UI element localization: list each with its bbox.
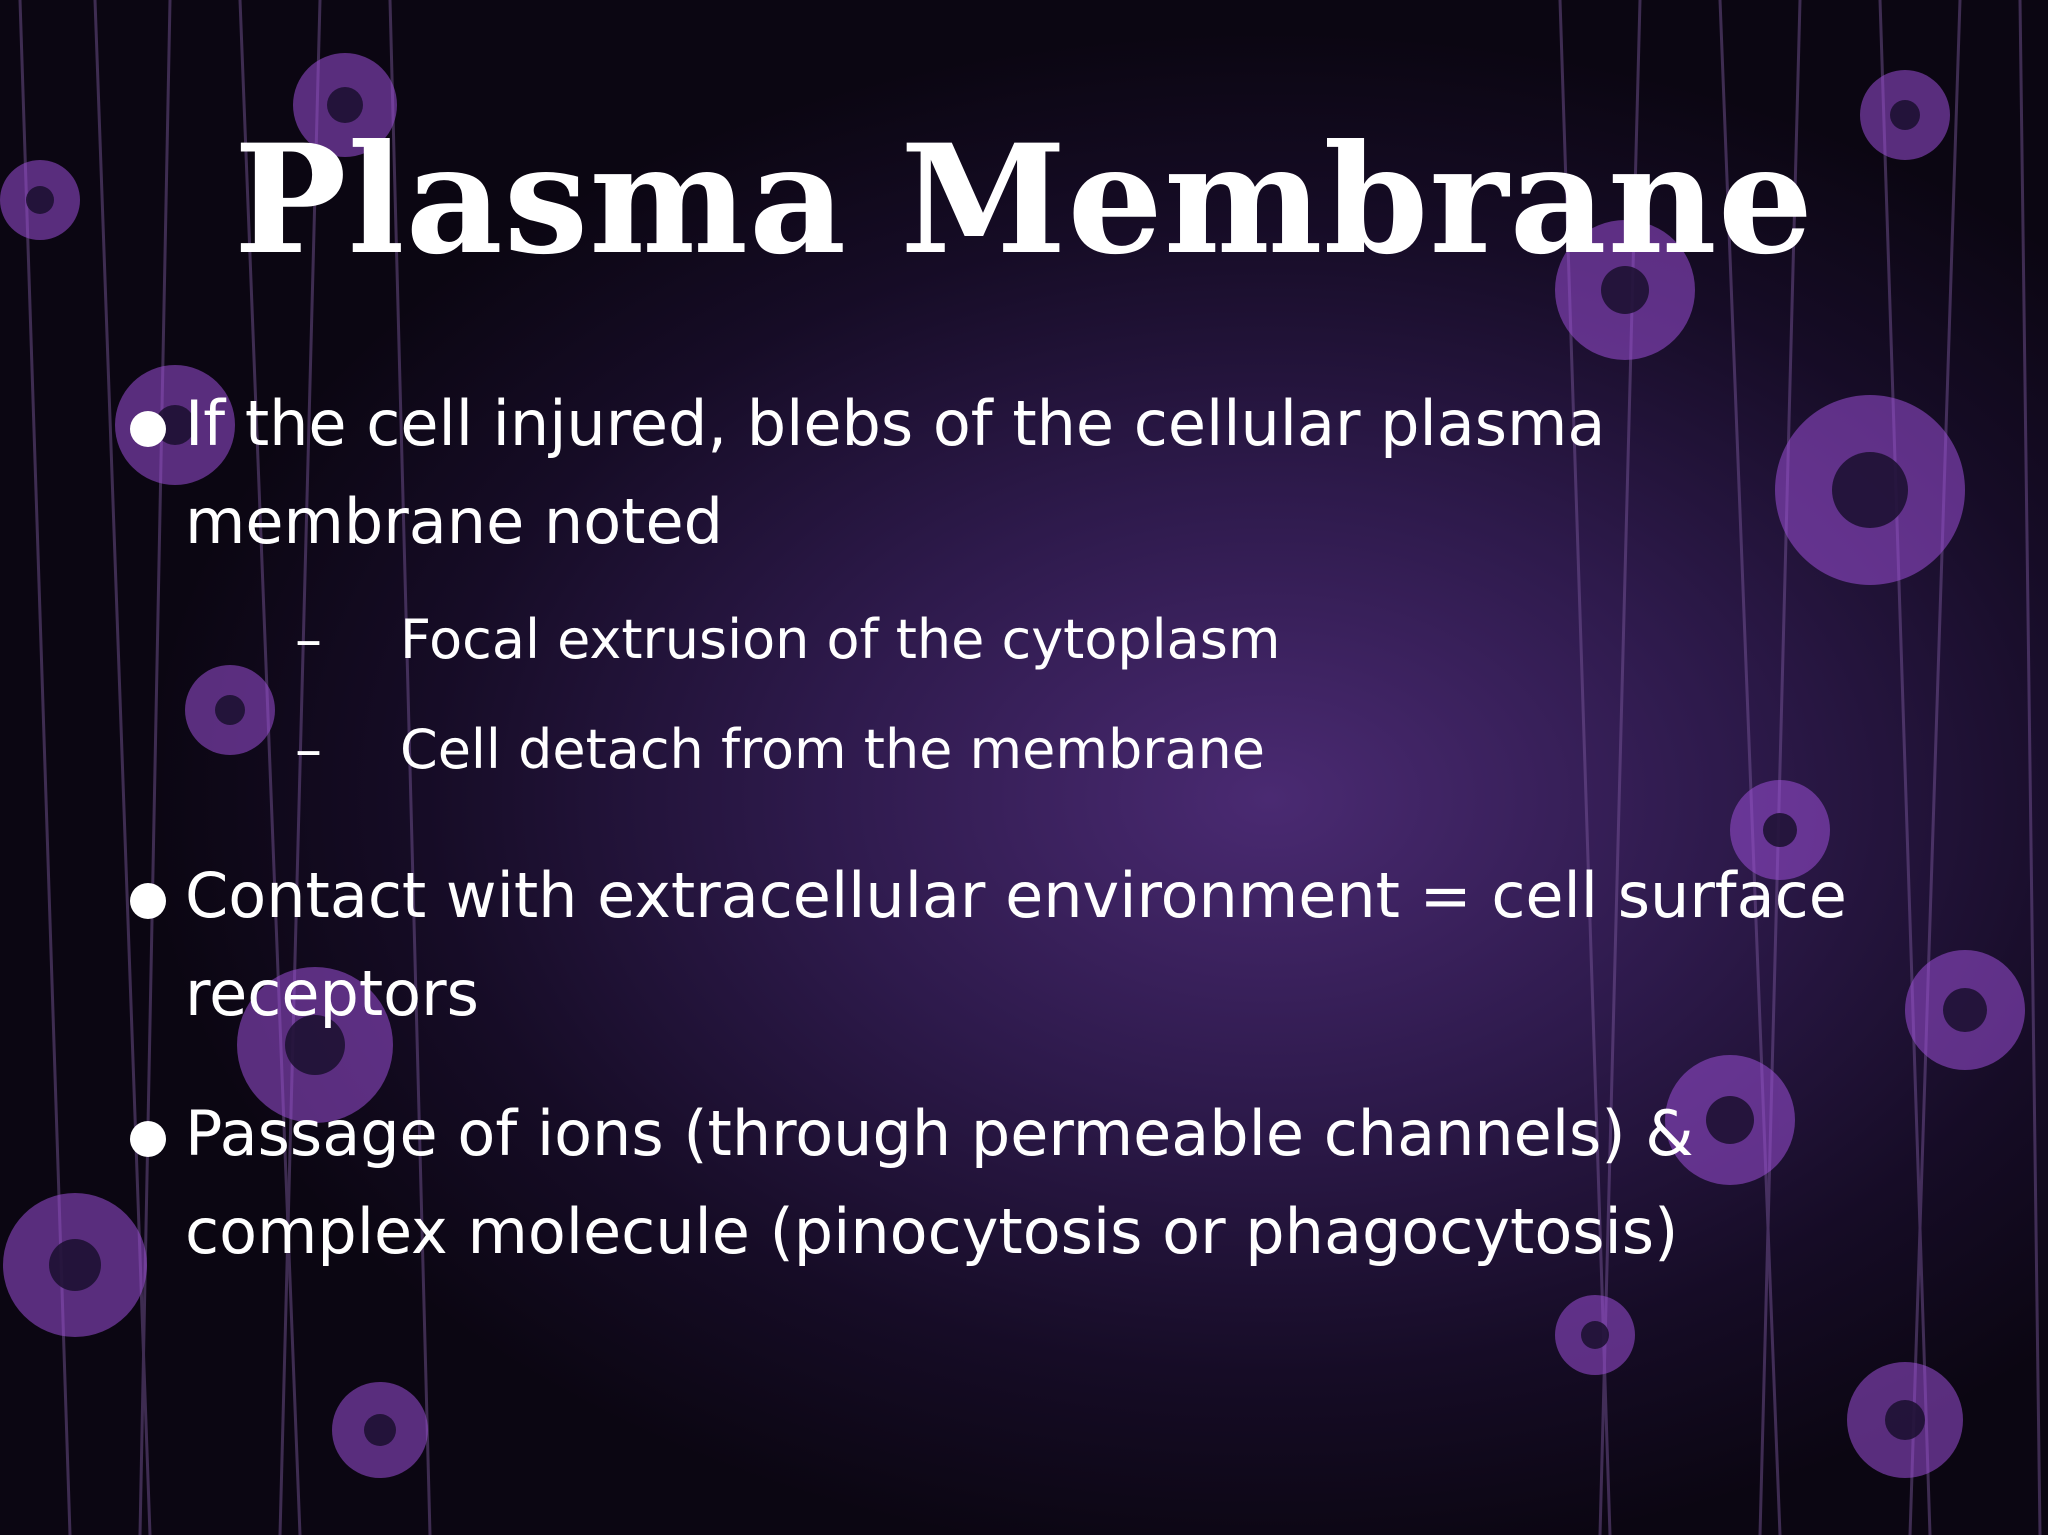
bullet-dot-icon bbox=[130, 1121, 166, 1157]
bullet-item: Passage of ions (through permeable chann… bbox=[130, 1085, 1930, 1281]
sub-bullet-item: – Cell detach from the membrane bbox=[185, 695, 1930, 805]
bullet-dot-icon bbox=[130, 411, 166, 447]
dash-icon: – bbox=[295, 718, 322, 781]
bullet-text: If the cell injured, blebs of the cellul… bbox=[185, 387, 1606, 558]
bullet-dot-icon bbox=[130, 883, 166, 919]
bullet-item: Contact with extracellular environment =… bbox=[130, 847, 1930, 1043]
dash-icon: – bbox=[295, 608, 322, 671]
bullet-text: Contact with extracellular environment =… bbox=[185, 859, 1847, 1030]
bullet-list: If the cell injured, blebs of the cellul… bbox=[130, 375, 1930, 1323]
sub-bullet-item: – Focal extrusion of the cytoplasm bbox=[185, 585, 1930, 695]
bullet-item: If the cell injured, blebs of the cellul… bbox=[130, 375, 1930, 805]
sub-bullet-text: Cell detach from the membrane bbox=[400, 718, 1266, 781]
sub-bullet-list: – Focal extrusion of the cytoplasm – Cel… bbox=[185, 585, 1930, 805]
bullet-text: Passage of ions (through permeable chann… bbox=[185, 1097, 1694, 1268]
sub-bullet-text: Focal extrusion of the cytoplasm bbox=[400, 608, 1281, 671]
slide-title: Plasma Membrane bbox=[233, 112, 1815, 288]
